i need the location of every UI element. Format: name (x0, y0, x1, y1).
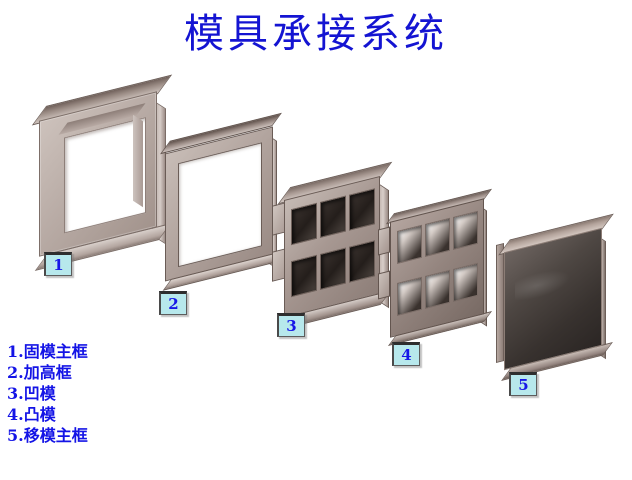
part-4-opening (425, 269, 450, 309)
callout-box-4[interactable]: 4 (392, 342, 420, 366)
part-2-riser-frame (155, 112, 285, 294)
part-4-mount-tab-upper (378, 226, 390, 256)
part-2-window-opening (178, 142, 262, 268)
legend-item-1: 1.固模主框 (7, 342, 88, 361)
part-3-cavity (320, 195, 346, 238)
part-4-mount-tab-lower (378, 270, 390, 300)
legend-item-5: 5.移模主框 (7, 426, 88, 445)
legend-item-3: 3.凹模 (7, 384, 56, 403)
part-4-male-mold-punch-plate (378, 188, 498, 346)
legend-item-4: 4.凸模 (7, 405, 56, 424)
part-3-front-face (284, 176, 380, 318)
part-3-cavity (320, 247, 346, 290)
part-3-cavity (349, 240, 375, 283)
legend-item-2: 2.加高框 (7, 363, 72, 382)
page-title: 模具承接系统 (184, 11, 448, 57)
part-4-front-face (390, 198, 484, 338)
callout-box-1[interactable]: 1 (44, 252, 72, 276)
part-2-front-face (165, 126, 273, 282)
part-5-back-edge (496, 243, 504, 363)
part-3-cavity (291, 254, 317, 298)
callout-box-3[interactable]: 3 (277, 313, 305, 337)
part-4-opening (397, 224, 422, 264)
callout-box-5[interactable]: 5 (509, 372, 537, 396)
callout-box-2[interactable]: 2 (159, 291, 187, 315)
part-4-opening (453, 262, 478, 303)
part-4-opening (425, 217, 450, 257)
part-3-cavity (291, 202, 317, 246)
part-4-opening (453, 210, 478, 251)
part-4-opening (397, 276, 422, 316)
parts-legend: 1.固模主框 2.加高框 3.凹模 4.凸模 5.移模主框 (7, 341, 177, 446)
part-5-front-face (504, 227, 602, 371)
part-3-cavity (349, 188, 375, 231)
part-5-moving-mold-main-frame (490, 213, 614, 381)
part-1-inner-wall-right (133, 114, 143, 208)
